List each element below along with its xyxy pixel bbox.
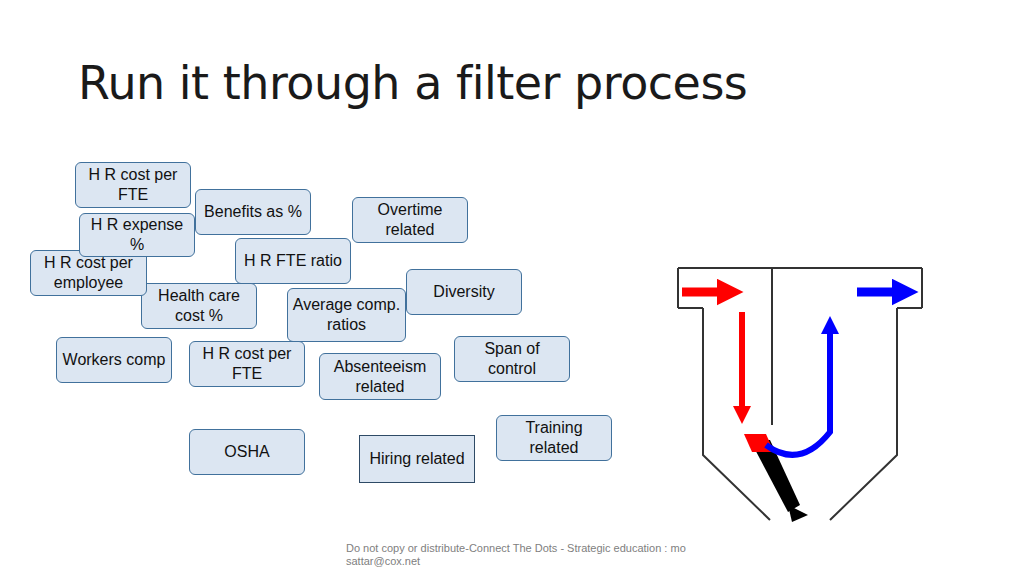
metric-box: Benefits as % [195,189,311,235]
copyright-note: Do not copy or distribute-Connect The Do… [346,542,686,568]
metric-box: Overtime related [352,197,468,243]
box-text: Absenteeism related [324,357,436,397]
metric-box: H R cost per FTE [189,341,305,387]
metric-box: OSHA [189,429,305,475]
metric-box: H R expense % [79,213,195,257]
box-text: H R expense % [84,215,190,255]
metric-box: Diversity [406,269,522,315]
inflow-arrow [682,288,730,297]
box-text: Average comp. ratios [292,295,401,335]
box-text: Overtime related [357,200,463,240]
metric-box: Health care cost % [141,283,257,329]
metric-box: Hiring related [359,435,475,483]
slide-title: Run it through a filter process [78,56,747,110]
metric-box: Workers comp [56,337,172,383]
box-text: H R FTE ratio [244,251,342,271]
box-text: OSHA [224,442,269,462]
box-text: H R cost per employee [35,253,142,293]
metric-box: Training related [496,415,612,461]
filter-outline [678,268,922,520]
metric-box: H R cost per FTE [75,162,191,208]
down-arrow [739,312,745,415]
box-text: Span of control [459,339,565,379]
metric-box: Span of control [454,336,570,382]
box-text: Diversity [433,282,494,302]
residue-arrowhead [788,505,808,522]
metric-box: Absenteeism related [319,353,441,400]
box-text: H R cost per FTE [194,344,300,384]
box-text: H R cost per FTE [80,165,186,205]
box-text: Training related [501,418,607,458]
box-text: Workers comp [63,350,166,370]
metric-box: Average comp. ratios [287,288,406,342]
outflow-arrow [857,288,905,297]
return-arrow [766,325,830,455]
box-text: Hiring related [369,449,464,469]
metric-box: H R FTE ratio [235,238,351,284]
box-text: Health care cost % [146,286,252,326]
box-text: Benefits as % [204,202,302,222]
